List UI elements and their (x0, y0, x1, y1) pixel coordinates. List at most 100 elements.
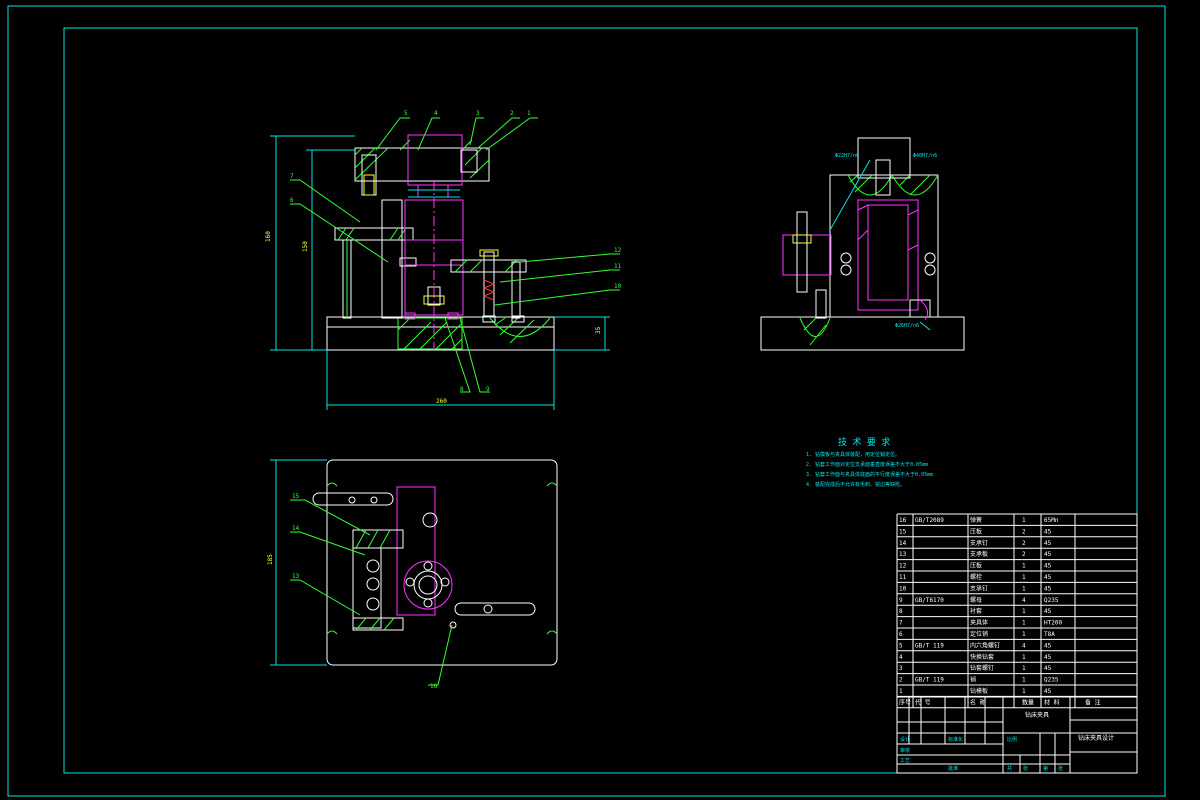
bom-cell-name: 压板 (970, 562, 982, 570)
bom-cell-no: 11 (899, 574, 907, 581)
balloon-3: 3 (476, 110, 480, 117)
tb-cell-10: 张 (1058, 765, 1063, 772)
tech-req-line-1: 1. 钻模板与夹具体装配，用定位销定位。 (806, 451, 900, 458)
balloon-14: 14 (292, 525, 300, 532)
bom-cell-mat: Q235 (1044, 597, 1059, 604)
title-block: 钻床夹具 钻床夹具设计 设计 审核 工艺 标准化 批准 比例 共 张 第 张 (896, 696, 1138, 774)
dim-base-h: 35 (595, 326, 602, 334)
balloon-4: 4 (434, 110, 438, 117)
bom-cell-qty: 1 (1022, 517, 1026, 524)
bom-cell-mat: 45 (1044, 642, 1052, 649)
bom-cell-qty: 1 (1022, 574, 1026, 581)
balloon-9: 9 (486, 386, 490, 393)
balloon-12: 12 (614, 247, 622, 254)
bom-cell-mat: 45 (1044, 608, 1052, 615)
drawing-name: 钻床夹具 (1025, 711, 1049, 719)
bom-cell-qty: 1 (1022, 563, 1026, 570)
tech-req-title: 技 术 要 求 (838, 436, 890, 448)
bom-cell-no: 14 (899, 540, 907, 547)
tb-cell-7: 共 (1007, 765, 1012, 772)
top-view: 185 15 14 13 16 (267, 459, 558, 690)
bom-cell-name: 支承板 (970, 550, 988, 558)
bom-cell-code: GB/T 119 (915, 677, 944, 684)
bom-cell-no: 7 (899, 620, 903, 627)
bom-cell-no: 9 (899, 597, 903, 604)
balloon-10: 10 (614, 283, 622, 290)
bom-cell-mat: 45 (1044, 688, 1052, 695)
bom-cell-name: 定位销 (970, 630, 988, 638)
bom-header-name: 名 称 (970, 698, 986, 706)
bom-cell-no: 15 (899, 528, 907, 535)
bom-cell-name: 内六角螺钉 (970, 641, 1000, 649)
bom-cell-no: 16 (899, 517, 907, 524)
inner-frame (63, 27, 1138, 774)
bom-cell-mat: Q235 (1044, 677, 1059, 684)
bom-cell-no: 5 (899, 642, 903, 649)
dim-width: 260 (436, 398, 447, 405)
bom-cell-code: GB/T 119 (915, 642, 944, 649)
bom-cell-name: 支承钉 (970, 539, 988, 547)
bom-header-code: 代 号 (915, 698, 931, 706)
bom-cell-name: 钻模板 (970, 687, 988, 695)
bom-cell-qty: 1 (1022, 631, 1026, 638)
tb-cell-5: 批准 (948, 765, 958, 772)
bom-cell-no: 13 (899, 551, 907, 558)
tb-cell-8: 张 (1023, 765, 1028, 772)
fit-note-2: Φ40H7/n6 (913, 153, 937, 159)
tech-req-line-2: 2. 钻套工作面对定位支承面垂直度误差不大于0.05mm (806, 461, 928, 468)
designer-name: 钻床夹具设计 (1078, 734, 1114, 742)
bom-cell-qty: 4 (1022, 597, 1026, 604)
bom-cell-no: 4 (899, 654, 903, 661)
bom-cell-name: 螺母 (970, 596, 982, 604)
bom-cell-qty: 1 (1022, 665, 1026, 672)
bom-cell-mat: 45 (1044, 665, 1052, 672)
bom-cell-name: 钻套螺钉 (970, 664, 994, 672)
bom-cell-qty: 1 (1022, 677, 1026, 684)
balloon-16: 16 (430, 683, 438, 690)
dim-height-total: 160 (265, 231, 272, 242)
bom-cell-qty: 4 (1022, 642, 1026, 649)
bom-cell-name: 夹具体 (970, 619, 988, 627)
bom-cell-mat: 45 (1044, 528, 1052, 535)
bom-cell-no: 12 (899, 563, 907, 570)
bom-cell-mat: T8A (1044, 631, 1055, 638)
front-view: 160 150 35 260 1 2 3 4 5 6 7 8 9 10 11 1… (265, 110, 622, 410)
bom-cell-no: 6 (899, 631, 903, 638)
balloon-1: 1 (527, 110, 531, 117)
bom-cell-name: 支承钉 (970, 584, 988, 592)
bom-cell-name: 螺栓 (970, 573, 982, 581)
balloon-2: 2 (510, 110, 514, 117)
fit-note-3: Φ26H7/n6 (895, 323, 919, 329)
bom-header-qty: 数量 (1022, 698, 1034, 706)
bom-header-no: 序号 (899, 698, 911, 706)
bom-cell-qty: 1 (1022, 608, 1026, 615)
balloon-6: 6 (290, 197, 294, 204)
balloon-13: 13 (292, 573, 300, 580)
bom-cell-qty: 1 (1022, 620, 1026, 627)
bom-cell-mat: 65Mn (1044, 517, 1059, 524)
balloon-15: 15 (292, 493, 300, 500)
tech-requirements: 技 术 要 求 1. 钻模板与夹具体装配，用定位销定位。 2. 钻套工作面对定位… (806, 436, 933, 488)
bom-cell-code: GB/T6170 (915, 597, 944, 604)
bom-cell-name: 快换钻套 (970, 653, 994, 661)
bom-cell-qty: 1 (1022, 688, 1026, 695)
bom-cell-code: GB/T2089 (915, 517, 944, 524)
bom-cell-no: 2 (899, 677, 903, 684)
outer-frame (7, 5, 1166, 797)
dim-height-inner: 150 (302, 241, 309, 252)
balloon-7: 7 (290, 173, 294, 180)
balloon-5: 5 (404, 110, 408, 117)
bom-cell-mat: 45 (1044, 540, 1052, 547)
balloon-11: 11 (614, 263, 622, 270)
bom-header-note: 备 注 (1085, 698, 1101, 706)
balloon-8: 8 (460, 386, 464, 393)
tb-cell-6: 比例 (1007, 736, 1017, 743)
bom-cell-no: 1 (899, 688, 903, 695)
bom-cell-qty: 1 (1022, 585, 1026, 592)
bom-cell-mat: 45 (1044, 551, 1052, 558)
bom-cell-qty: 1 (1022, 654, 1026, 661)
bom-cell-qty: 2 (1022, 528, 1026, 535)
bom-cell-mat: HT200 (1044, 620, 1062, 627)
